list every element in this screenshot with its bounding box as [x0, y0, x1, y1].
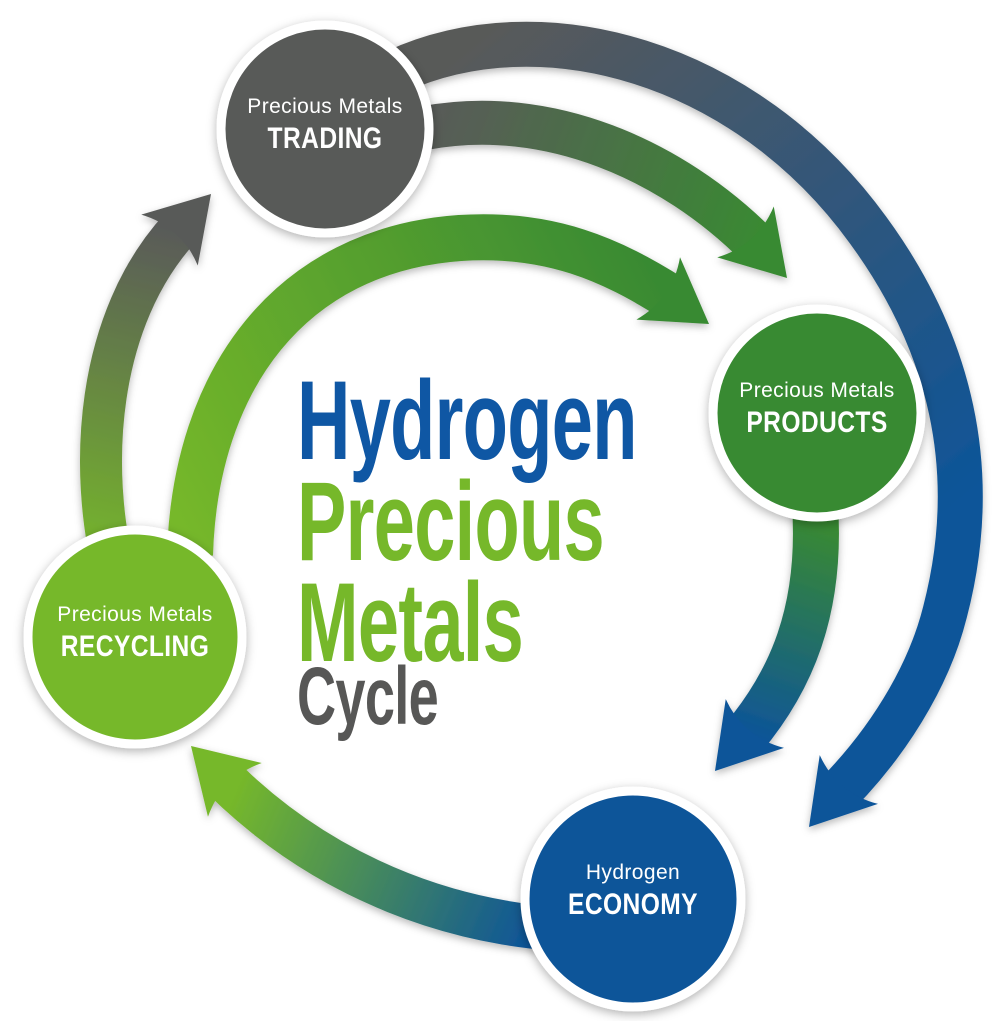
node-trading-label-line2: TRADING — [267, 122, 383, 155]
title-line-precious: Precious — [297, 459, 605, 584]
arrow-economy-to-recycling-head — [191, 746, 262, 817]
arrow-economy-to-recycling-band — [207, 762, 548, 950]
diagram-title: Hydrogen Precious Metals Cycle — [297, 358, 637, 742]
arrow-trading-to-economy-head — [809, 755, 878, 827]
node-economy-label-line1: Hydrogen — [585, 861, 681, 884]
node-products-label-line2: PRODUCTS — [746, 406, 888, 439]
arrow-recycling-to-products-head — [636, 257, 709, 324]
node-recycling-label-line2: RECYCLING — [60, 630, 210, 663]
title-line-metals: Metals — [297, 560, 524, 685]
node-trading-label: Precious Metals TRADING — [247, 95, 402, 155]
node-economy-label: Hydrogen ECONOMY — [554, 861, 713, 921]
title-line-hydrogen: Hydrogen — [297, 358, 637, 483]
node-recycling-label-line1: Precious Metals — [57, 603, 213, 626]
arrow-products-to-economy-band — [726, 503, 839, 752]
arrow-trading-to-products-head — [717, 206, 787, 278]
arrow-trading-to-products-band — [420, 100, 773, 261]
node-recycling-label: Precious Metals RECYCLING — [44, 603, 225, 663]
node-products-circle — [708, 304, 926, 522]
node-products-label-line1: Precious Metals — [739, 379, 895, 402]
title-line-cycle: Cycle — [297, 651, 439, 742]
node-economy-circle — [520, 786, 746, 1012]
arrow-recycling-to-products-band — [167, 214, 685, 556]
node-trading-label-line1: Precious Metals — [247, 95, 403, 118]
node-products-label: Precious Metals PRODUCTS — [731, 379, 903, 439]
arrow-recycling-to-trading-head — [141, 194, 211, 266]
arrow-products-to-economy-head — [715, 699, 784, 771]
node-recycling-circle — [23, 525, 247, 749]
node-trading-circle — [216, 20, 434, 238]
node-economy-label-line2: ECONOMY — [568, 888, 698, 921]
arrow-trading-to-economy-band — [385, 21, 983, 809]
